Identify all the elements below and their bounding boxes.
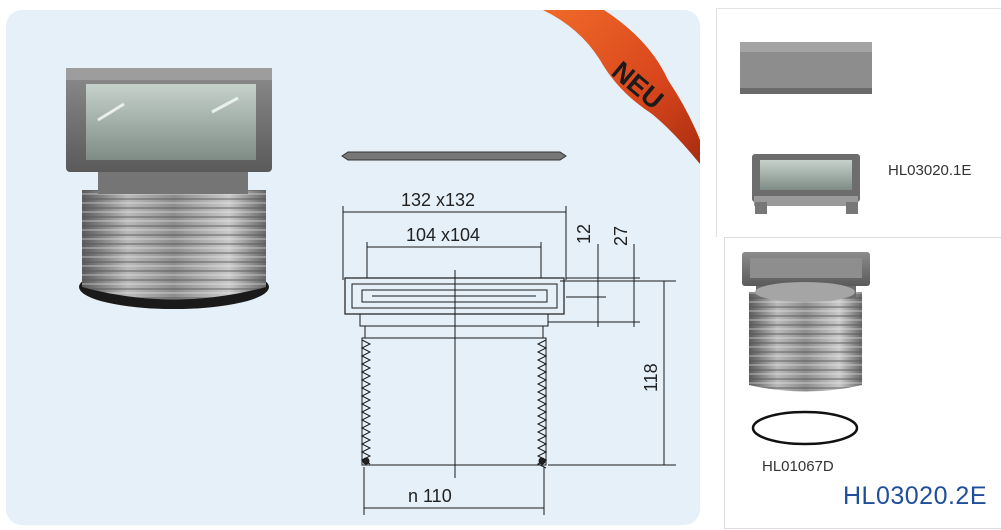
- drain-variant[interactable]: [742, 252, 870, 392]
- product-code-link[interactable]: HL03020.2E: [843, 482, 988, 510]
- grate-insert[interactable]: [752, 154, 860, 214]
- seal-ring-variant: [751, 410, 859, 446]
- dim-27-label: 27: [611, 226, 631, 246]
- product-render: [66, 68, 272, 309]
- part-code-grate: HL03020.1E: [888, 162, 972, 179]
- dim-12-label: 12: [574, 224, 594, 244]
- new-badge: NEU: [543, 10, 700, 164]
- technical-drawing: [341, 151, 676, 515]
- dim-base-label: n 110: [408, 486, 452, 506]
- accessory-plate[interactable]: [740, 42, 872, 94]
- dim-outer-label: 132 x132: [401, 190, 475, 210]
- dim-inner-label: 104 x104: [406, 225, 480, 245]
- glass-cover: [86, 84, 256, 160]
- part-code-seal: HL01067D: [762, 458, 834, 475]
- dim-118-label: 118: [641, 363, 661, 392]
